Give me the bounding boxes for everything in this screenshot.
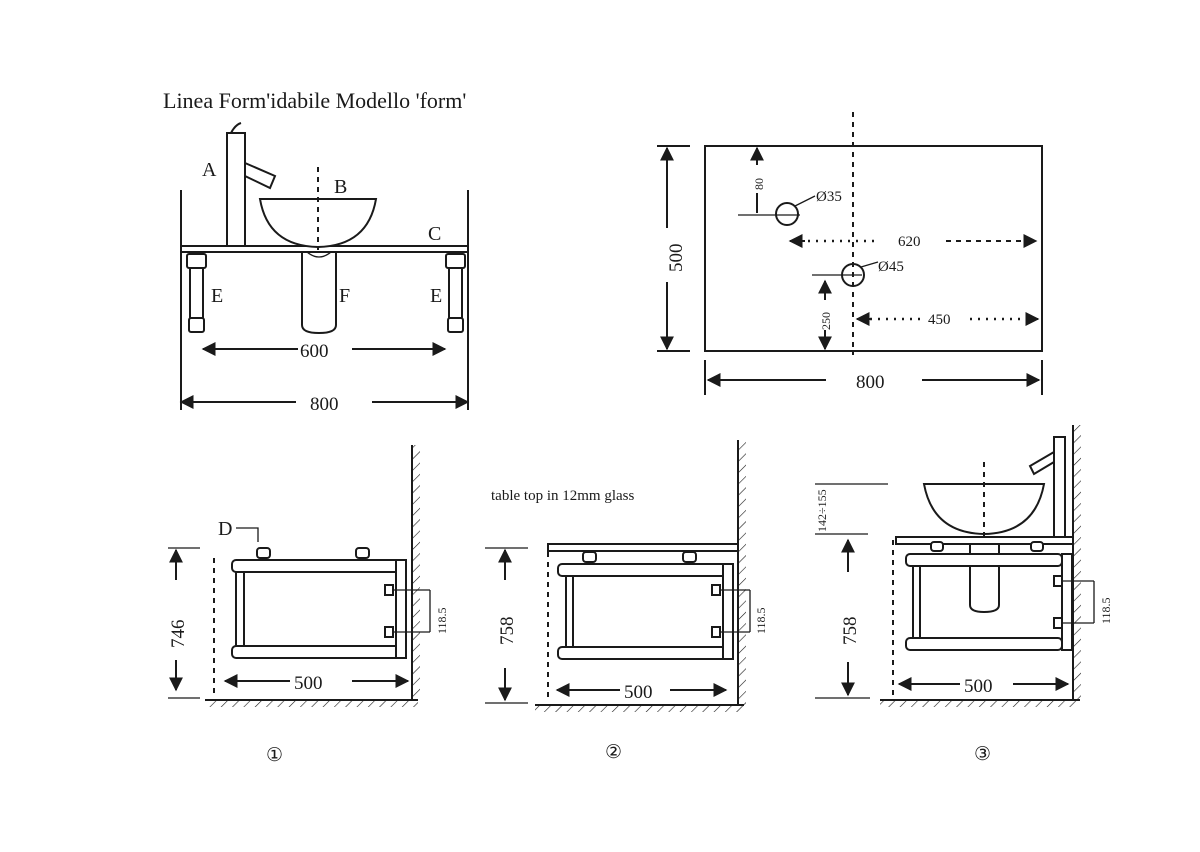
dim-600: 600 — [300, 341, 329, 362]
dim-250: 250 — [819, 312, 833, 330]
glass-note: table top in 12mm glass — [491, 488, 634, 504]
view-number-1: ① — [266, 745, 283, 766]
shelf-gap-1: 118.5 — [435, 607, 449, 634]
top-outline — [704, 145, 1043, 352]
shelf-gap-2: 118.5 — [754, 607, 768, 634]
label-f: F — [339, 285, 350, 307]
label-a: A — [202, 159, 217, 181]
dim-80: 80 — [752, 178, 766, 190]
label-d: D — [218, 518, 232, 540]
mixer-tap-side — [1053, 436, 1066, 538]
drawing-title: Linea Form'idabile Modello 'form' — [163, 88, 466, 113]
siphon — [301, 251, 337, 335]
front-view: A B C E F E 600 800 — [179, 122, 470, 415]
shelf-gap-3: 118.5 — [1099, 597, 1113, 624]
dim-800-top: 800 — [856, 372, 885, 393]
side-view-1: 118.5 D 746 500 ① — [168, 445, 449, 766]
dim-450: 450 — [928, 312, 951, 328]
tap-spout — [244, 161, 277, 190]
view-number-2: ② — [605, 742, 622, 763]
dim-35: Ø35 — [816, 189, 842, 205]
label-e-right: E — [430, 285, 442, 307]
dim-500-side-3: 500 — [964, 676, 993, 697]
dim-800-front: 800 — [310, 394, 339, 415]
dim-500-top: 500 — [666, 244, 687, 273]
hole-45 — [841, 263, 865, 287]
glass-top-side — [547, 543, 739, 552]
dim-500-side-1: 500 — [294, 673, 323, 694]
top-view: 500 800 80 Ø35 620 Ø45 450 250 — [657, 112, 1043, 395]
side-view-3: 118.5 142÷155 758 500 ③ — [815, 425, 1113, 765]
dim-758-2: 758 — [497, 617, 518, 646]
label-e-left: E — [211, 285, 223, 307]
mixer-tap — [226, 132, 246, 247]
label-c: C — [428, 223, 441, 245]
dim-620: 620 — [898, 234, 921, 250]
dim-746: 746 — [168, 620, 189, 649]
view-number-3: ③ — [974, 744, 991, 765]
hole-35 — [775, 202, 799, 226]
range-142-155: 142÷155 — [815, 489, 829, 532]
dim-758-3: 758 — [840, 617, 861, 646]
dim-45: Ø45 — [878, 259, 904, 275]
dim-500-side-2: 500 — [624, 682, 653, 703]
side-view-2: table top in 12mm glass 118.5 758 500 ② — [485, 440, 768, 763]
label-b: B — [334, 176, 347, 198]
basin-bowl — [258, 198, 378, 249]
